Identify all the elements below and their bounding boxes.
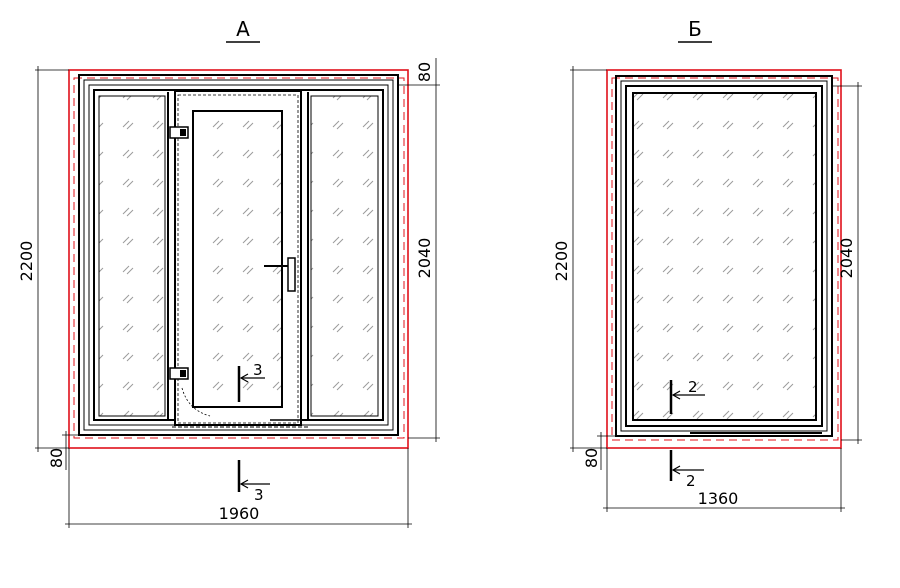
drawing-a-section-mark-inner: 3 bbox=[237, 361, 265, 402]
drawing-a-lower-hinge-icon bbox=[169, 367, 189, 380]
drawing-b-dim-inner-height-label: 2040 bbox=[837, 238, 856, 279]
drawing-b-section-label-outer: 2 bbox=[686, 472, 696, 490]
drawing-a-section-label-inner: 3 bbox=[253, 361, 263, 379]
drawing-b-dim-height-label: 2200 bbox=[552, 241, 571, 282]
drawing-b-dim-bottom-gap-label: 80 bbox=[582, 448, 601, 468]
drawing-a-dim-height-label: 2200 bbox=[17, 241, 36, 282]
drawing-a-upper-hinge-icon bbox=[169, 126, 189, 139]
drawing-b-dim-width-1360: 1360 bbox=[603, 448, 845, 512]
drawing-b-glass bbox=[632, 92, 817, 421]
drawing-a-sealing-line bbox=[73, 77, 405, 439]
drawing-a-title: А bbox=[236, 17, 250, 41]
drawing-b-frame-inner-edge bbox=[620, 80, 828, 432]
drawing-a-left-glass bbox=[98, 95, 166, 417]
drawing-b-dim-height-2200: 2200 bbox=[552, 66, 607, 452]
drawing-a-door-glass bbox=[192, 110, 283, 408]
drawing-b-dim-width-label: 1360 bbox=[698, 489, 739, 508]
drawing-a-threshold-curve bbox=[181, 387, 211, 417]
drawing-a-dim-bottom-gap-label: 80 bbox=[47, 448, 66, 468]
drawing-a-dim-top-gap-label: 80 bbox=[415, 62, 434, 82]
drawing-a-door-handle-icon bbox=[264, 257, 296, 292]
drawing-b-section-mark-outer: 2 bbox=[669, 450, 704, 490]
drawing-b-dim-bottom-gap: 80 bbox=[582, 432, 616, 470]
drawing-a-dim-height-2200: 2200 bbox=[17, 66, 69, 452]
drawing-a-dim-width-label: 1960 bbox=[219, 504, 260, 523]
drawing-b-dim-height-2040: 2040 bbox=[832, 82, 862, 444]
drawing-a-door-dashed-edge bbox=[177, 94, 299, 424]
drawing-a-right-glass bbox=[310, 95, 379, 417]
drawing-b-sealing-line bbox=[611, 77, 839, 441]
drawing-b-sash-outline bbox=[625, 85, 823, 427]
drawing-a-opening-outline bbox=[68, 69, 409, 449]
drawing-b-outer-frame bbox=[615, 75, 833, 437]
drawing-a: А bbox=[17, 17, 440, 528]
drawing-b-opening-outline bbox=[606, 69, 842, 449]
drawing-a-outer-frame bbox=[78, 74, 399, 436]
drawing-a-dim-inner-height-label: 2040 bbox=[415, 238, 434, 279]
drawing-a-dim-width-1960: 1960 bbox=[65, 448, 412, 528]
drawing-b-section-mark-inner: 2 bbox=[669, 378, 705, 414]
drawing-b: Б 2 2 2200 bbox=[552, 17, 862, 512]
drawing-a-dim-height-2040: 2040 80 bbox=[398, 58, 440, 442]
drawing-b-title: Б bbox=[688, 17, 702, 41]
drawing-a-frame-inner-edge bbox=[83, 79, 394, 431]
drawing-a-dim-bottom-gap: 80 bbox=[47, 431, 79, 470]
drawing-b-section-label-inner: 2 bbox=[688, 378, 698, 396]
drawing-a-section-mark-outer: 3 bbox=[237, 460, 270, 504]
drawing-a-section-label-outer: 3 bbox=[254, 486, 264, 504]
